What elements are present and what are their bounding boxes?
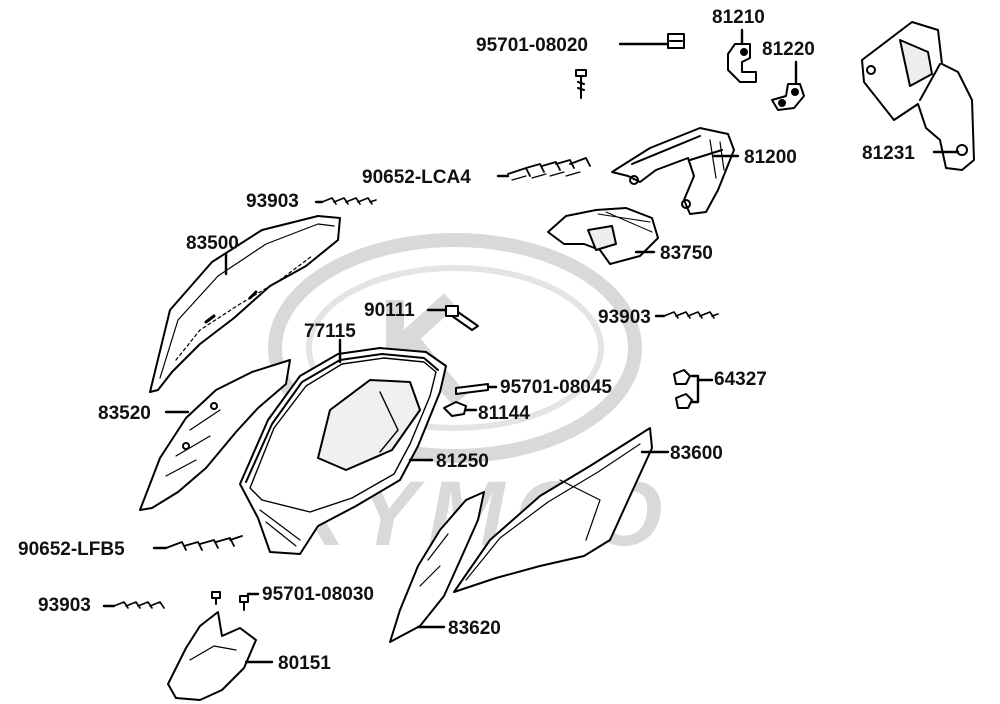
- part-number-90652-lca4: 90652-LCA4: [362, 167, 471, 188]
- part-number-81231: 81231: [862, 143, 915, 164]
- inner-cover-83620: [389, 491, 485, 643]
- part-number-95701-08020: 95701-08020: [476, 35, 588, 56]
- luggage-box-81250: [239, 347, 447, 555]
- rear-carrier-81200: [611, 127, 735, 215]
- part-number-95701-08045: 95701-08045: [500, 377, 612, 398]
- bolt-95701-08020: [575, 33, 685, 99]
- side-cover-83600: [453, 427, 653, 593]
- luggage-box-seal-77115: [249, 357, 437, 513]
- rear-cover-80151: [167, 611, 257, 701]
- clip-81144: [443, 401, 467, 417]
- part-number-90111: 90111: [364, 300, 415, 321]
- bracket-81231: [861, 21, 975, 171]
- part-number-93903-top: 93903: [246, 191, 299, 212]
- cover-83750: [547, 207, 659, 265]
- bracket-81220: [771, 83, 805, 111]
- screws-93903-top: [321, 197, 377, 205]
- part-number-81144: 81144: [478, 403, 530, 424]
- part-number-77115: 77115: [304, 321, 356, 342]
- clips-90652-lca4: [507, 157, 591, 181]
- part-number-93903-bottom: 93903: [38, 595, 91, 616]
- part-number-64327: 64327: [714, 369, 767, 390]
- part-number-95701-08030: 95701-08030: [262, 584, 374, 605]
- part-number-81210: 81210: [712, 7, 765, 28]
- bolts-95701-08030: [211, 591, 249, 611]
- part-number-83500: 83500: [186, 233, 239, 254]
- part-number-81250: 81250: [436, 451, 489, 472]
- side-cover-83500: [149, 215, 341, 393]
- part-number-93903-right: 93903: [598, 307, 651, 328]
- nuts-64327: [673, 369, 693, 409]
- part-number-83600: 83600: [670, 443, 723, 464]
- inner-cover-83520: [139, 359, 291, 511]
- part-number-81220: 81220: [762, 39, 815, 60]
- part-number-83520: 83520: [98, 403, 151, 424]
- bracket-81210: [727, 43, 757, 83]
- part-number-80151: 80151: [278, 653, 331, 674]
- screws-93903-bottom: [113, 601, 165, 609]
- clips-90652-lfb5: [165, 535, 243, 551]
- part-number-83750: 83750: [660, 243, 713, 264]
- screws-93903-right: [663, 311, 719, 319]
- bolt-90111: [445, 305, 479, 331]
- part-number-90652-lfb5: 90652-LFB5: [18, 539, 125, 560]
- part-number-83620: 83620: [448, 618, 501, 639]
- bolt-95701-08045: [455, 383, 489, 395]
- leader-lines: [102, 28, 960, 664]
- part-number-81200: 81200: [744, 147, 797, 168]
